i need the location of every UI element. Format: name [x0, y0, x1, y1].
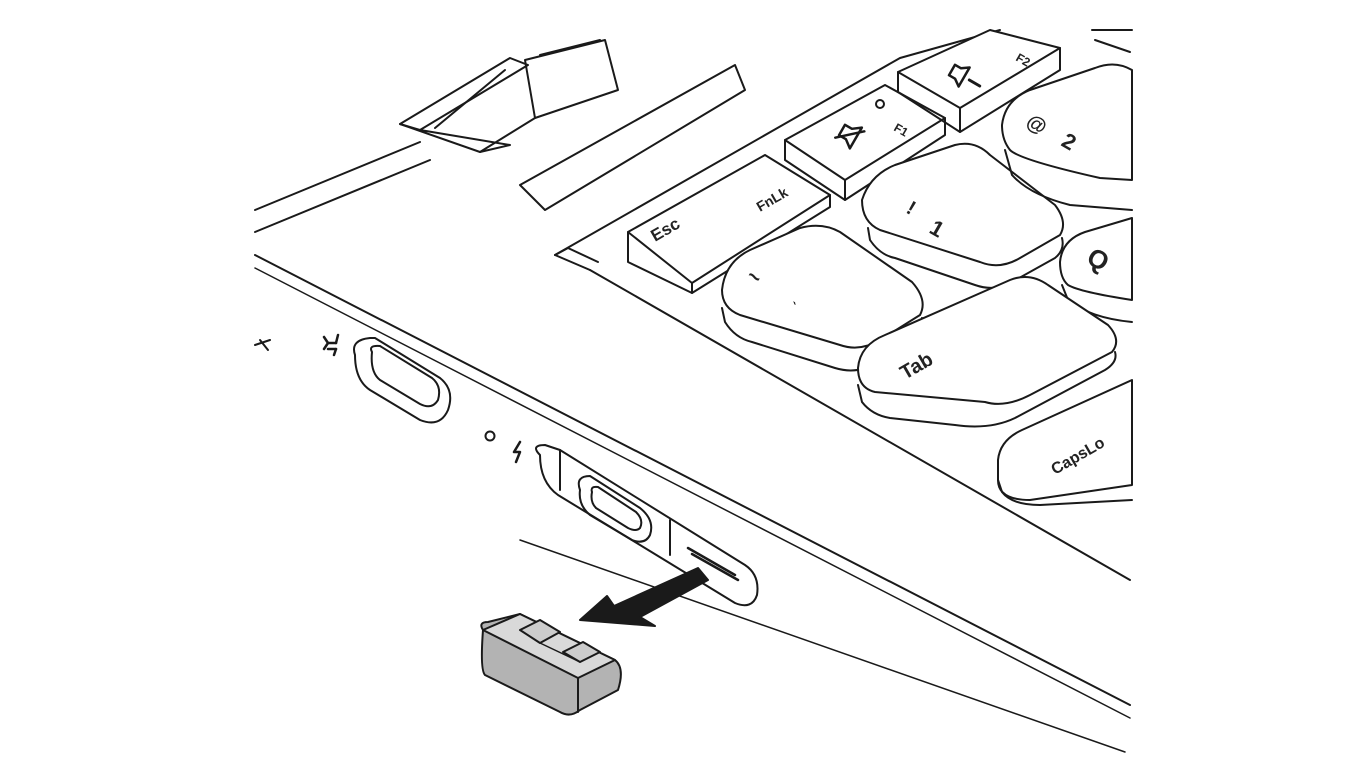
top-crop-mask — [254, 0, 1134, 26]
key-f3-partial — [1091, 29, 1133, 53]
remove-direction-arrow — [579, 567, 709, 627]
key-f2-label: F2 — [1014, 50, 1033, 69]
laptop-chassis — [254, 28, 1134, 753]
thunderbolt-indicator-led — [484, 430, 496, 442]
key-f1-label: F1 — [892, 120, 911, 139]
left-crop-mask — [0, 0, 254, 782]
key-esc: Esc FnLk — [627, 154, 831, 294]
usb-c-port-2 — [577, 475, 653, 543]
key-f2: F2 — [897, 29, 1061, 133]
port-cover — [480, 613, 622, 716]
power-connector-icon — [322, 333, 340, 357]
f1-indicator-led — [875, 99, 885, 109]
key-f1: F1 — [784, 84, 946, 201]
lid-hinge — [399, 39, 746, 211]
port-cover-slot — [686, 546, 740, 582]
keyboard-deck — [554, 29, 1131, 581]
usb-c-port-1 — [353, 337, 452, 424]
thunderbolt-icon — [512, 440, 522, 464]
speaker-mute-icon — [834, 123, 866, 150]
thunderbolt-port-recess — [535, 444, 759, 607]
key-q: Q — [1059, 217, 1133, 323]
right-crop-mask — [1133, 0, 1357, 782]
key-1: ! 1 — [861, 142, 1065, 289]
key-2: @ 2 — [1001, 63, 1133, 211]
key-tab: Tab — [857, 275, 1118, 428]
speaker-volume-down-icon — [947, 63, 982, 88]
key-capslock: CapsLo — [997, 379, 1133, 506]
